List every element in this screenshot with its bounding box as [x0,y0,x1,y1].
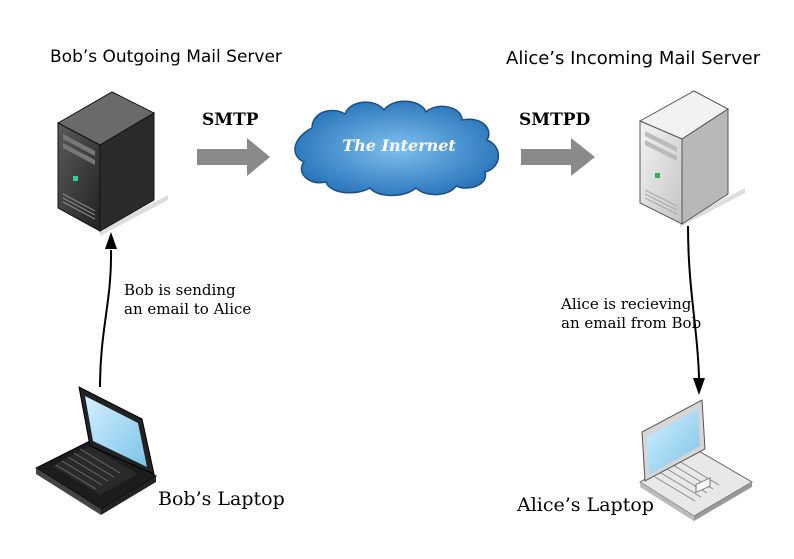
alice-laptop-label: Alice’s Laptop [517,494,654,516]
internet-cloud-icon [294,100,500,197]
bob-note: Bob is sending an email to Alice [124,281,251,319]
alice-note-line-1: Alice is recieving [561,295,692,313]
smtp-label: SMTP [202,110,259,130]
alice-receive-arrow [687,225,705,395]
bob-note-line-2: an email to Alice [124,300,252,318]
smtp-arrow [197,138,270,176]
alice-server-icon [638,90,745,227]
bob-server-label: Bob’s Outgoing Mail Server [50,47,282,67]
bob-note-line-1: Bob is sending [124,281,236,299]
alice-note: Alice is recieving an email from Bob [561,295,701,333]
smtpd-arrow [521,138,595,176]
alice-laptop-icon [639,399,753,521]
bob-send-arrow [99,232,117,388]
alice-note-line-2: an email from Bob [561,314,702,332]
bob-laptop-icon [34,386,157,515]
bob-server-icon [56,91,168,236]
internet-label: The Internet [342,136,456,155]
bob-laptop-label: Bob’s Laptop [158,488,285,510]
smtpd-label: SMTPD [519,110,591,130]
alice-server-label: Alice’s Incoming Mail Server [506,48,761,69]
